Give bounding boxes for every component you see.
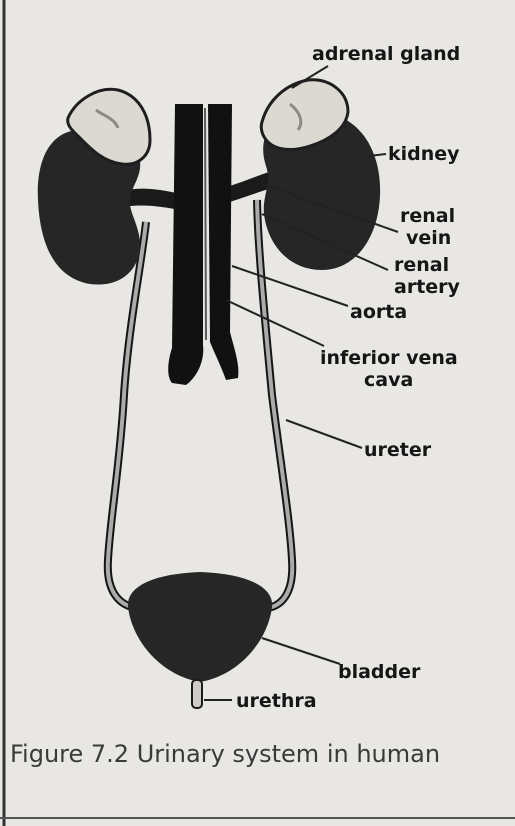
ureter-label: ureter — [364, 439, 432, 461]
inferior-vena-cava-shape — [168, 104, 203, 385]
bladder-shape — [128, 572, 272, 682]
urethra-label: urethra — [236, 690, 317, 712]
vessel-divider — [205, 108, 206, 340]
inferior-vena-cava-leader — [226, 300, 324, 346]
renal-vein-label-line1: renal — [400, 205, 455, 227]
figure-caption: Figure 7.2 Urinary system in human — [10, 738, 450, 771]
adrenal-gland-label: adrenal gland — [312, 43, 460, 65]
renal-vein-label-line2: vein — [406, 227, 451, 249]
renal-artery-label-line2: artery — [394, 276, 461, 298]
aorta-label: aorta — [350, 301, 407, 323]
ureter-leader — [286, 420, 362, 448]
urethra-tube — [192, 680, 202, 708]
kidney-label: kidney — [388, 143, 460, 165]
right-ureter-lumen — [257, 200, 292, 608]
renal-artery-label-line1: renal — [394, 254, 449, 276]
bladder-label: bladder — [338, 661, 421, 683]
bladder-leader — [262, 638, 340, 664]
inferior-vena-cava-label-line1: inferior vena — [320, 347, 458, 369]
aorta-shape — [208, 104, 238, 380]
aorta-leader — [232, 266, 348, 306]
inferior-vena-cava-label-line2: cava — [364, 369, 413, 391]
